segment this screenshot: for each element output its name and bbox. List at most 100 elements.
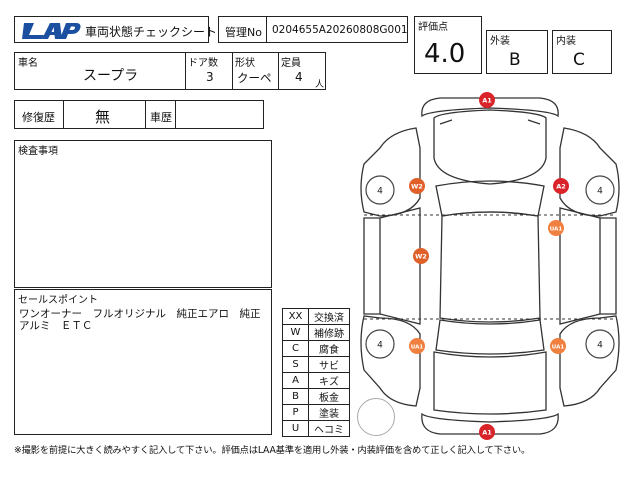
legend-meaning: サビ (308, 356, 350, 373)
left-rear-quarter-outline (360, 315, 421, 407)
legend-meaning: キズ (308, 372, 350, 389)
vehicle-info-row: 車名 スープラ ドア数 3 形状 クーペ 定員 4 人 (14, 52, 326, 90)
sales-points-label: セールスポイント (18, 295, 98, 306)
legend-meaning: ヘコミ (308, 420, 350, 437)
roof-outline (439, 211, 541, 323)
form-title: 車両状態チェックシート (85, 25, 218, 39)
damage-marker-right-rear-quarter: UA1 (550, 338, 566, 354)
header-title-box: 車両状態チェックシート (14, 16, 217, 43)
score-label: 評価点 (418, 22, 448, 33)
legend-meaning: 塗装 (308, 404, 350, 421)
exterior-label: 外装 (490, 36, 510, 47)
legend-code: S (282, 356, 309, 373)
tire-label: 4 (377, 341, 383, 351)
left-front-fender-outline (360, 127, 421, 217)
damage-marker-roof: W2 (413, 248, 429, 264)
front-bumper-outline (421, 97, 559, 118)
car-name-label: 車名 (18, 58, 38, 69)
legend-code: A (282, 372, 309, 389)
right-front-tire: 4 (585, 175, 615, 205)
doors-label: ドア数 (188, 58, 218, 69)
left-front-tire: 4 (365, 175, 395, 205)
right-front-fender-outline (559, 127, 620, 217)
inspection-label: 検査事項 (18, 146, 58, 157)
legend-code: C (282, 340, 309, 357)
doors-value: 3 (206, 70, 214, 84)
car-name-value: スープラ (83, 68, 139, 84)
interior-grade: C (573, 50, 585, 70)
lap-logo-graphic (22, 23, 81, 39)
tire-label: 4 (377, 187, 383, 197)
damage-marker-left-front-fender: W2 (409, 178, 425, 194)
legend-meaning: 板金 (308, 388, 350, 405)
capacity-unit: 人 (315, 80, 325, 90)
left-rear-tire: 4 (365, 329, 395, 359)
legend-code: B (282, 388, 309, 405)
score-value: 4.0 (424, 39, 466, 69)
right-rear-quarter-outline (559, 315, 620, 407)
legend-code: P (282, 404, 309, 421)
damage-marker-right-front-door: UA1 (548, 220, 564, 236)
sales-points-line2: アルミ ＥＴＣ (19, 320, 93, 332)
body-type-label: 形状 (235, 58, 255, 69)
right-rear-tire: 4 (585, 329, 615, 359)
damage-marker-label: UA1 (411, 344, 424, 350)
footer-note: ※撮影を前提に大きく読みやすく記入して下さい。評価点はLAA基準を適用し外装・内… (14, 445, 531, 456)
capacity-value: 4 (295, 70, 303, 84)
rear-bumper-outline (421, 412, 559, 435)
right-door-outline (599, 217, 617, 315)
repair-history-label: 修復歴 (22, 111, 55, 124)
legend-code: XX (282, 308, 309, 325)
score-box: 評価点 4.0 (414, 16, 482, 74)
car-history-label: 車歴 (150, 111, 172, 124)
lap-logo (20, 20, 82, 40)
interior-grade-box: 内装 C (552, 30, 612, 74)
damage-marker-label: A1 (482, 428, 492, 436)
damage-marker-label: A1 (482, 96, 492, 104)
interior-label: 内装 (556, 36, 576, 47)
inspection-box: 検査事項 (14, 140, 272, 288)
damage-marker-right-front-fender: A2 (553, 178, 569, 194)
damage-marker-label: W2 (411, 182, 423, 190)
trunk-outline (433, 351, 547, 415)
tire-label: 4 (597, 187, 603, 197)
stamp-circle (357, 398, 395, 436)
exterior-grade: B (509, 50, 521, 70)
damage-marker-front-bumper: A1 (479, 92, 495, 108)
damage-marker-rear-bumper: A1 (479, 424, 495, 440)
management-number-box: 管理No 0204655A20260808G001 (218, 16, 408, 43)
legend-code: U (282, 420, 309, 437)
legend-meaning: 交換済 (308, 308, 350, 325)
damage-marker-label: UA1 (550, 226, 563, 232)
damage-marker-label: A2 (556, 182, 566, 190)
left-door-outline (363, 217, 381, 315)
mgmt-no-label: 管理No (225, 26, 262, 39)
windshield-outline (435, 180, 545, 217)
capacity-label: 定員 (281, 58, 301, 69)
hood-outline (433, 109, 547, 185)
exterior-grade-box: 外装 B (486, 30, 548, 74)
history-row: 修復歴 無 車歴 (14, 100, 264, 129)
repair-history-value: 無 (95, 108, 111, 126)
rear-glass-outline (435, 319, 545, 355)
mgmt-no-value: 0204655A20260808G001 (272, 24, 408, 36)
damage-marker-label: W2 (415, 252, 427, 260)
legend-code: W (282, 324, 309, 341)
sales-points-line1: ワンオーナー フルオリジナル 純正エアロ 純正 (19, 308, 261, 320)
sales-points-box: セールスポイント ワンオーナー フルオリジナル 純正エアロ 純正 アルミ ＥＴＣ (14, 289, 272, 435)
damage-marker-left-rear-quarter: UA1 (409, 338, 425, 354)
tire-label: 4 (597, 341, 603, 351)
legend-meaning: 補修跡 (308, 324, 350, 341)
damage-marker-label: UA1 (552, 344, 565, 350)
body-type-value: クーペ (237, 71, 272, 85)
